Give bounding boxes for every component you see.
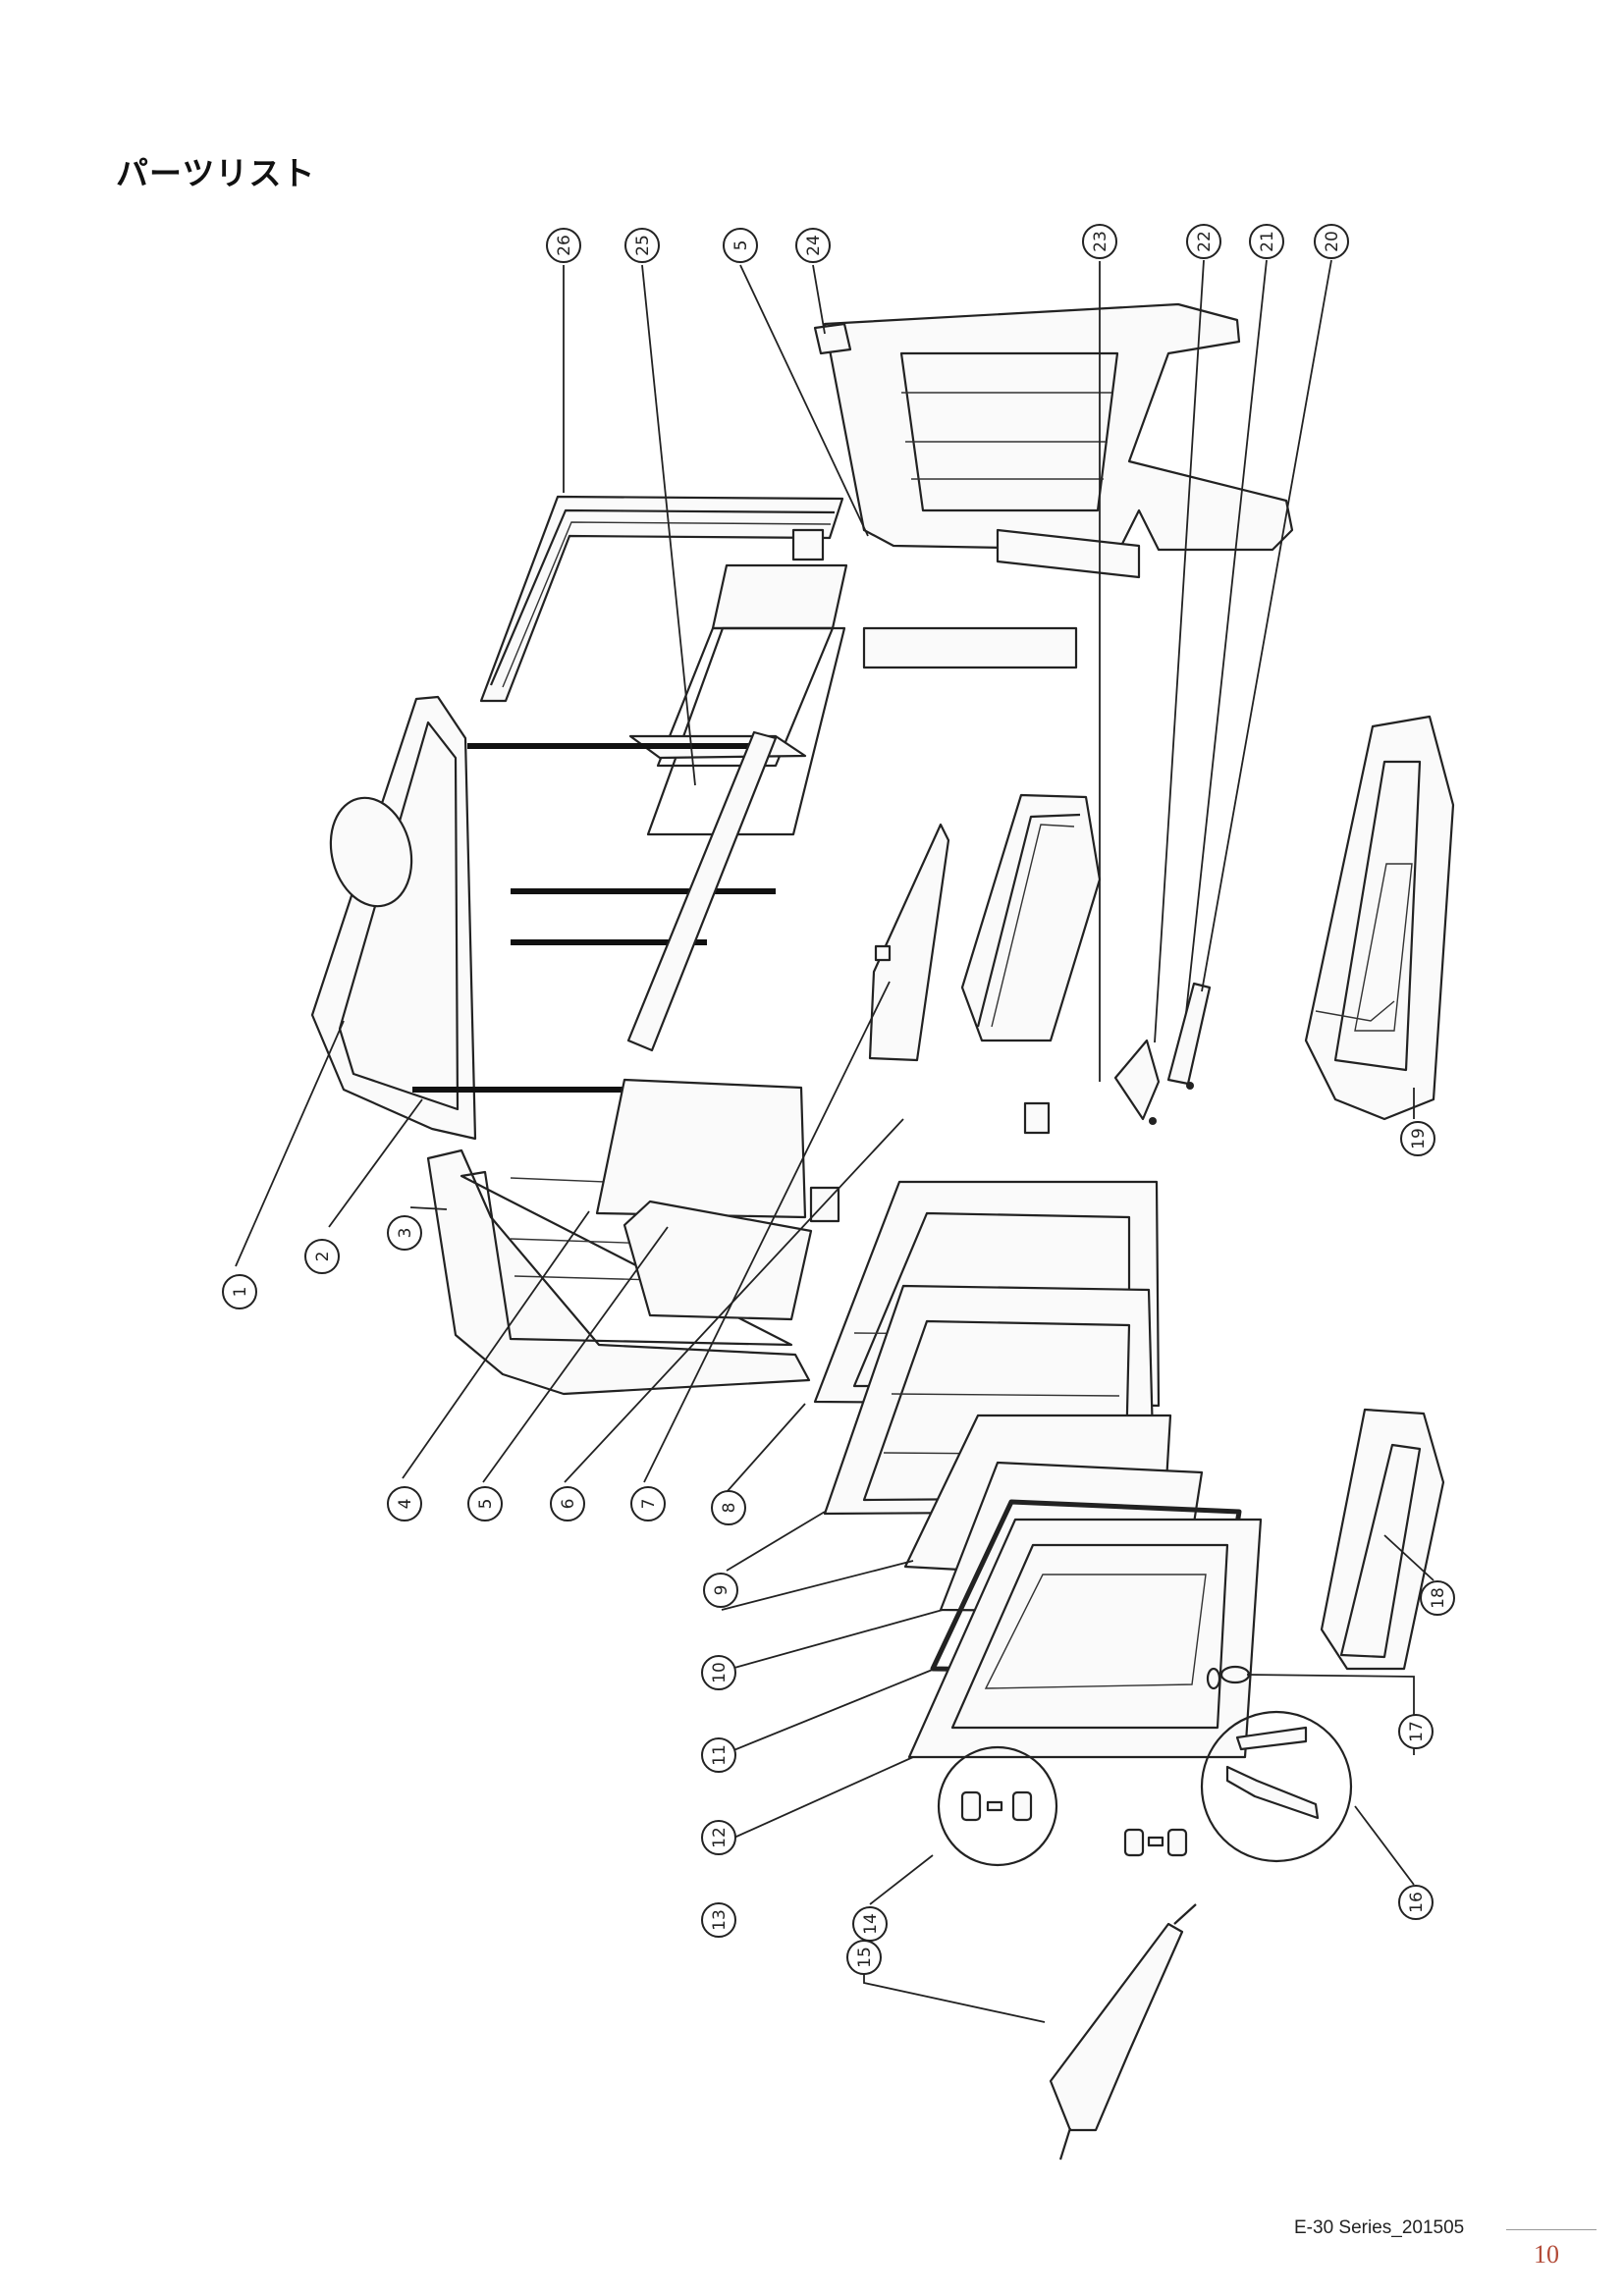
callout-7: 7 <box>630 1486 666 1522</box>
callout-14: 14 <box>852 1906 888 1942</box>
part-14-detail-hinge <box>937 1745 1058 1867</box>
page-number: 10 <box>1534 2240 1559 2269</box>
svg-text:14: 14 <box>861 1913 881 1935</box>
part-18-ash-drawer <box>1320 1408 1445 1671</box>
callout-13: 13 <box>701 1902 736 1938</box>
svg-text:9: 9 <box>712 1585 731 1596</box>
svg-text:3: 3 <box>396 1228 415 1239</box>
part-19-rear-frame <box>1304 715 1455 1121</box>
svg-text:19: 19 <box>1409 1128 1429 1149</box>
callout-21: 21 <box>1249 224 1284 259</box>
part-26-top-frame <box>479 495 844 703</box>
part-17-handle-pin <box>1206 1665 1251 1690</box>
svg-text:22: 22 <box>1195 231 1215 252</box>
part-13-door <box>907 1518 1263 1759</box>
part-20-21-brackets <box>1113 982 1212 1125</box>
callout-26: 26 <box>546 228 581 263</box>
svg-text:12: 12 <box>710 1827 730 1848</box>
footer-document-code: E-30 Series_201505 <box>1294 2217 1465 2238</box>
part-16-detail-handle <box>1200 1710 1353 1863</box>
hinge-pins-loose <box>1123 1828 1188 1857</box>
svg-text:24: 24 <box>804 235 824 256</box>
svg-text:1: 1 <box>231 1287 250 1298</box>
callout-22: 22 <box>1186 224 1221 259</box>
svg-text:5: 5 <box>731 240 751 251</box>
svg-text:11: 11 <box>710 1744 730 1766</box>
svg-text:18: 18 <box>1429 1587 1448 1609</box>
svg-text:16: 16 <box>1407 1892 1427 1913</box>
part-3-main-body <box>426 1078 840 1396</box>
svg-text:6: 6 <box>559 1499 578 1510</box>
callout-2: 2 <box>304 1239 340 1274</box>
callout-5: 5 <box>467 1486 503 1522</box>
svg-text:23: 23 <box>1091 231 1110 252</box>
callout-12: 12 <box>701 1820 736 1855</box>
part-15-hinge-bracket <box>1049 1903 1197 2161</box>
callout-25: 25 <box>624 228 660 263</box>
part-2-rods <box>412 730 778 1093</box>
callout-8: 8 <box>711 1490 746 1525</box>
callout-16: 16 <box>1398 1885 1434 1920</box>
callout-23: 23 <box>1082 224 1117 259</box>
callout-20: 20 <box>1314 224 1349 259</box>
svg-text:21: 21 <box>1258 231 1277 252</box>
svg-text:20: 20 <box>1323 231 1342 252</box>
part-7-baffle-plate <box>868 823 950 1062</box>
part-24-back-panel <box>813 302 1294 579</box>
page-title: パーツリスト <box>116 154 316 192</box>
callout-group: 1 2 3 4 5 6 7 8 9 10 11 12 13 14 15 16 1… <box>222 224 1455 1975</box>
svg-text:25: 25 <box>633 235 653 256</box>
svg-text:2: 2 <box>313 1252 333 1262</box>
callout-4: 4 <box>387 1486 422 1522</box>
callout-18: 18 <box>1420 1580 1455 1616</box>
leader-lines <box>235 259 1435 2023</box>
svg-text:15: 15 <box>855 1947 875 1968</box>
callout-6: 6 <box>550 1486 585 1522</box>
callout-5-top: 5 <box>723 228 758 263</box>
callout-19: 19 <box>1400 1121 1435 1156</box>
callout-9: 9 <box>703 1573 738 1608</box>
svg-text:13: 13 <box>710 1909 730 1931</box>
callout-3: 3 <box>387 1215 422 1251</box>
svg-text:7: 7 <box>639 1499 659 1510</box>
svg-text:8: 8 <box>720 1503 739 1514</box>
footer-rule <box>1506 2229 1597 2230</box>
callout-11: 11 <box>701 1737 736 1773</box>
part-23-ash-box <box>960 793 1102 1135</box>
callout-15: 15 <box>846 1940 882 1975</box>
callout-10: 10 <box>701 1655 736 1690</box>
svg-text:4: 4 <box>396 1499 415 1510</box>
part-25-side-panels <box>628 563 1078 836</box>
callout-17: 17 <box>1398 1714 1434 1749</box>
svg-text:5: 5 <box>476 1499 496 1510</box>
svg-text:26: 26 <box>555 235 574 256</box>
part-1-top-plate <box>310 695 477 1141</box>
svg-text:10: 10 <box>710 1662 730 1683</box>
callout-24: 24 <box>795 228 831 263</box>
callout-1: 1 <box>222 1274 257 1309</box>
svg-text:17: 17 <box>1407 1721 1427 1742</box>
